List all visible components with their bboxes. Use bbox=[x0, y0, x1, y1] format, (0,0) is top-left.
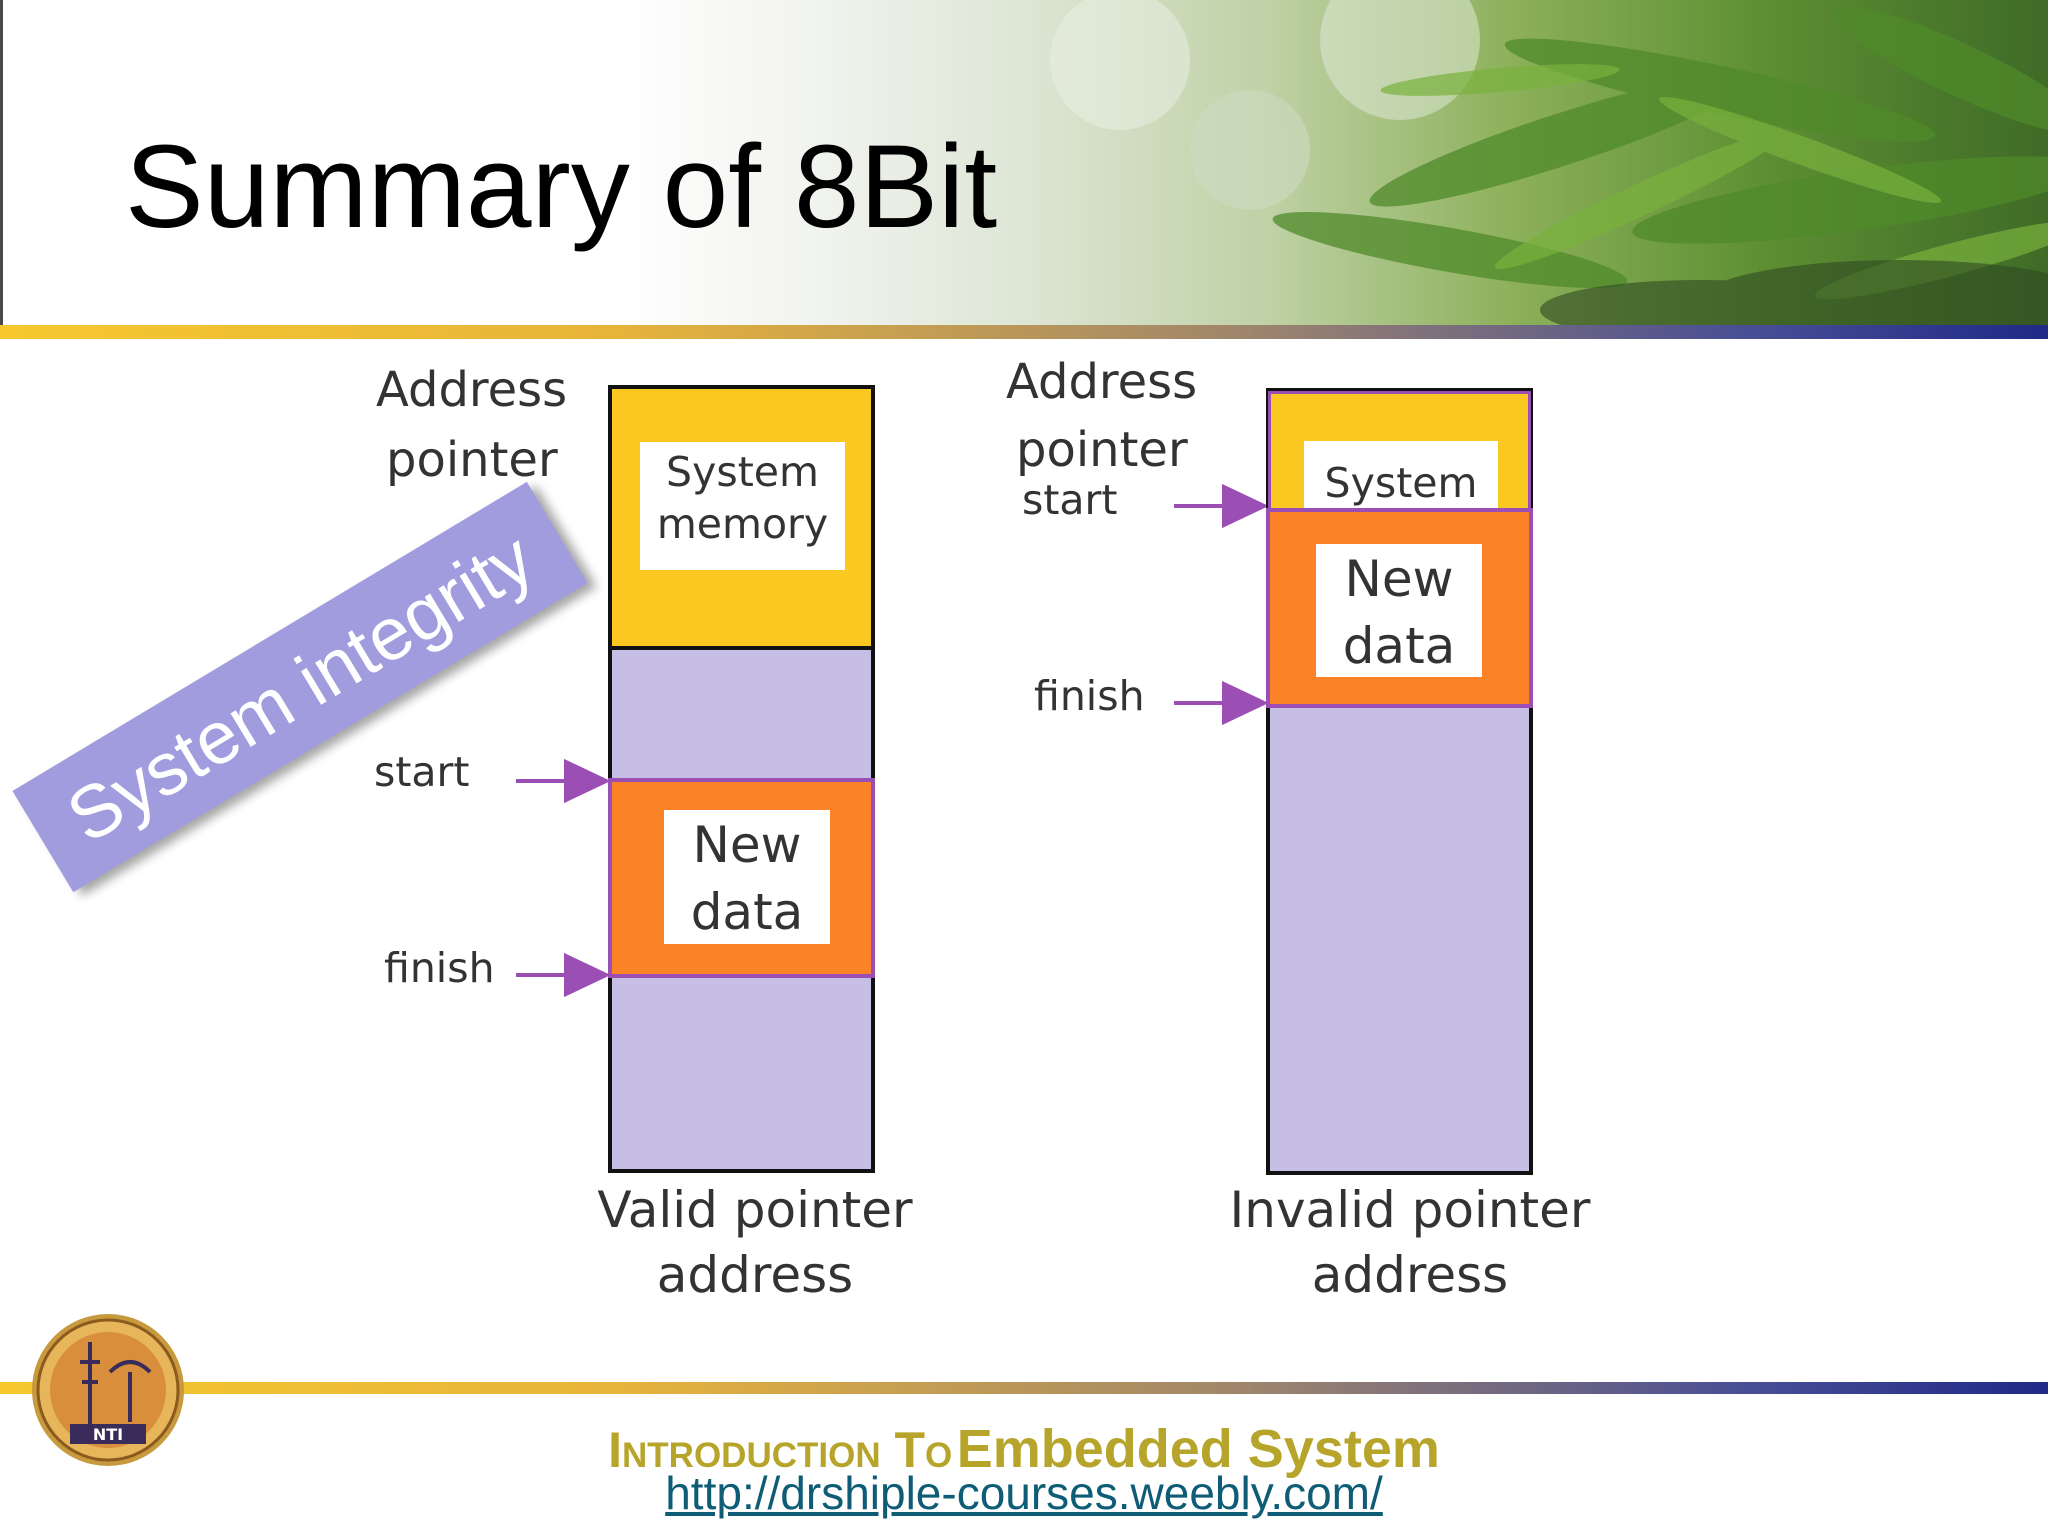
invalid-finish-arrow-head bbox=[1222, 680, 1269, 726]
invalid-caption: Invalid pointer address bbox=[1210, 1178, 1610, 1308]
fern-background-image bbox=[1050, 0, 2048, 325]
nti-logo-text: NTI bbox=[93, 1425, 123, 1444]
valid-new-line1: New bbox=[692, 816, 802, 874]
valid-system-line1: System bbox=[666, 448, 819, 496]
invalid-pointer-label: pointer bbox=[1016, 422, 1188, 478]
invalid-new-data-label: New data bbox=[1316, 544, 1482, 677]
invalid-new-line2: data bbox=[1342, 617, 1456, 675]
invalid-new-line1: New bbox=[1344, 550, 1454, 608]
header-left-rule bbox=[0, 0, 3, 325]
invalid-address-label: Address bbox=[1006, 354, 1198, 410]
invalid-caption-line1: Invalid pointer bbox=[1229, 1181, 1591, 1239]
slide-header: Summary of 8Bit bbox=[0, 0, 2048, 325]
invalid-start-label: start bbox=[1022, 476, 1118, 524]
valid-finish-arrow-head bbox=[564, 952, 611, 998]
valid-start-label: start bbox=[374, 748, 470, 796]
nti-logo: NTI bbox=[30, 1312, 186, 1468]
slide-title: Summary of 8Bit bbox=[125, 121, 998, 253]
system-integrity-text: System integrity bbox=[53, 515, 547, 859]
valid-system-line2: memory bbox=[656, 500, 829, 549]
course-title-prefix: Introduction To bbox=[608, 1422, 953, 1478]
nti-logo-icon: NTI bbox=[32, 1314, 184, 1466]
invalid-finish-label: finish bbox=[1034, 672, 1145, 720]
valid-finish-label: finish bbox=[384, 944, 495, 992]
valid-caption-line1: Valid pointer bbox=[597, 1181, 913, 1239]
valid-caption: Valid pointer address bbox=[560, 1178, 950, 1308]
system-integrity-stamp: System integrity bbox=[12, 481, 588, 893]
valid-start-arrow-head bbox=[564, 758, 611, 804]
invalid-system-label: System bbox=[1304, 441, 1498, 509]
valid-system-memory-label: System memory bbox=[640, 442, 845, 570]
course-url-link[interactable]: http://drshiple-courses.weebly.com/ bbox=[665, 1467, 1383, 1519]
valid-new-data-label: New data bbox=[664, 810, 830, 944]
invalid-start-arrow-head bbox=[1222, 483, 1269, 529]
invalid-caption-line2: address bbox=[1311, 1246, 1509, 1304]
course-title-main: Embedded System bbox=[956, 1419, 1440, 1479]
course-title: Introduction To Embedded System bbox=[0, 1418, 2048, 1480]
valid-caption-line2: address bbox=[656, 1246, 854, 1304]
valid-new-line2: data bbox=[690, 883, 804, 941]
footer-divider-band bbox=[0, 1382, 2048, 1394]
valid-pointer-label: pointer bbox=[386, 432, 558, 488]
valid-address-label: Address bbox=[376, 362, 568, 418]
header-divider-band bbox=[0, 325, 2048, 339]
valid-system-divider bbox=[608, 646, 875, 650]
